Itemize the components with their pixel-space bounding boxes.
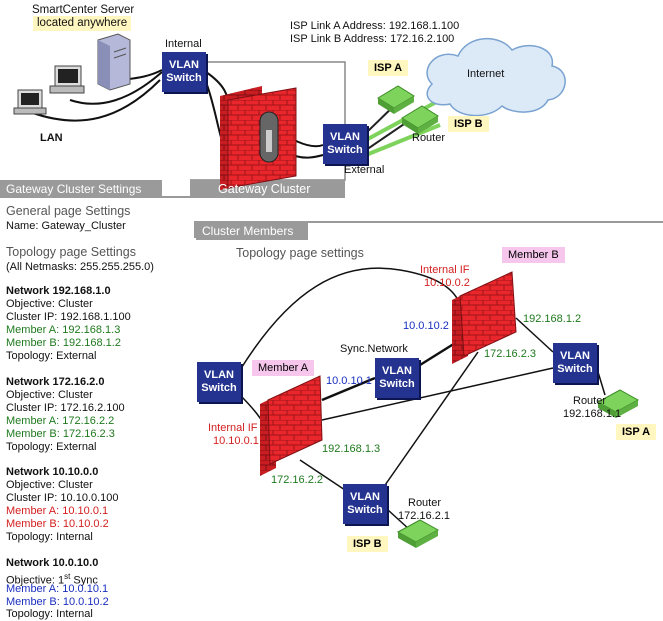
- member-b-tag: Member B: [502, 247, 565, 263]
- members-topology-title: Topology page settings: [236, 246, 364, 260]
- net1-title: Network 192.168.1.0: [6, 285, 111, 297]
- member-a-sync-ip: 10.0.10.1: [326, 375, 372, 387]
- top-router-b-icon: [401, 105, 439, 134]
- net4-topology: Topology: Internal: [6, 608, 93, 620]
- top-isp-a-tag: ISP A: [368, 60, 409, 76]
- right-router-label: Router: [573, 395, 607, 407]
- top-isp-b-tag: ISP B: [448, 116, 489, 132]
- vlan-switch-internal-members: VLAN Switch: [197, 362, 241, 402]
- member-a-internal-if: Internal IF: [208, 422, 258, 434]
- lan-computers-icon: [13, 65, 85, 115]
- top-router-a-icon: [377, 85, 415, 114]
- member-router-b-icon: [396, 519, 440, 548]
- general-name: Name: Gateway_Cluster: [6, 220, 126, 232]
- vlan-line1: VLAN: [560, 350, 590, 362]
- net1-topology: Topology: External: [6, 350, 97, 362]
- net4-member-a: Member A: 10.0.10.1: [6, 583, 109, 595]
- net2-title: Network 172.16.2.0: [6, 376, 105, 388]
- internet-cloud-icon: [426, 37, 566, 117]
- cluster-members-header: Cluster Members: [196, 222, 308, 240]
- net2-cluster-ip: Cluster IP: 172.16.2.100: [6, 402, 125, 414]
- top-firewall-icon: [220, 86, 297, 190]
- bottom-router-label: Router: [408, 497, 442, 509]
- member-b-ext1-ip: 192.168.1.2: [523, 313, 582, 325]
- server-tower-icon: [97, 33, 131, 91]
- vlan-line2: Switch: [201, 382, 237, 394]
- external-label: External: [344, 164, 385, 176]
- lan-label: LAN: [40, 132, 63, 144]
- vlan-line2: Switch: [327, 144, 363, 156]
- net2-member-b: Member B: 172.16.2.3: [6, 428, 115, 440]
- vlan-switch-isp-b: VLAN Switch: [343, 484, 387, 524]
- smartcenter-location-label: located anywhere: [33, 16, 132, 31]
- vlan-line1: VLAN: [204, 369, 234, 381]
- net2-topology: Topology: External: [6, 441, 97, 453]
- vlan-line1: VLAN: [169, 59, 199, 71]
- isp-link-b-label: ISP Link B Address: 172.16.2.100: [290, 33, 455, 45]
- member-a-ext2-ip: 172.16.2.2: [271, 474, 323, 486]
- vlan-line1: VLAN: [330, 131, 360, 143]
- net1-member-a: Member A: 192.168.1.3: [6, 324, 121, 336]
- net2-member-a: Member A: 172.16.2.2: [6, 415, 115, 427]
- net3-title: Network 10.10.0.0: [6, 466, 99, 478]
- gateway-cluster-settings-header: Gateway Cluster Settings: [0, 180, 162, 198]
- vlan-line2: Switch: [379, 378, 415, 390]
- net4-objective-sup: st: [64, 572, 71, 581]
- member-a-internal-ip: 10.10.0.1: [213, 435, 259, 447]
- vlan-line2: Switch: [347, 504, 383, 516]
- bottom-router-ip: 172.16.2.1: [398, 510, 450, 522]
- net4-objective-suffix: Sync: [70, 574, 98, 587]
- vlan-switch-isp-a: VLAN Switch: [553, 343, 597, 383]
- general-page-title: General page Settings: [6, 204, 131, 218]
- member-router-a-icon: [596, 389, 640, 418]
- net4-objective-prefix: Objective: 1: [6, 574, 65, 587]
- net2-objective: Objective: Cluster: [6, 389, 93, 401]
- member-links: [239, 267, 606, 531]
- net1-objective: Objective: Cluster: [6, 298, 93, 310]
- member-b-ext2-ip: 172.16.2.3: [484, 348, 536, 360]
- net4-member-b: Member B: 10.0.10.2: [6, 596, 109, 608]
- right-router-ip: 192.168.1.1: [563, 408, 622, 420]
- internet-label: Internet: [467, 68, 505, 80]
- member-b-internal-if: Internal IF: [420, 264, 470, 276]
- member-a-firewall-icon: [260, 375, 323, 476]
- net3-objective: Objective: Cluster: [6, 479, 93, 491]
- smartcenter-label: SmartCenter Server: [32, 4, 135, 16]
- net4-title: Network 10.0.10.0: [6, 557, 99, 569]
- vlan-line2: Switch: [166, 72, 202, 84]
- member-a-tag: Member A: [252, 360, 315, 376]
- member-isp-b-tag: ISP B: [347, 536, 388, 552]
- vlan-line1: VLAN: [350, 491, 380, 503]
- member-b-sync-ip: 10.0.10.2: [403, 320, 449, 332]
- vlan-line2: Switch: [557, 363, 593, 375]
- net3-topology: Topology: Internal: [6, 531, 93, 543]
- net1-member-b: Member B: 192.168.1.2: [6, 337, 121, 349]
- cluster-members-frame: [194, 221, 663, 238]
- net1-cluster-ip: Cluster IP: 192.168.1.100: [6, 311, 131, 323]
- vlan-switch-sync: VLAN Switch: [375, 358, 419, 398]
- sync-network-label: Sync.Network: [340, 343, 408, 355]
- netmasks-note: (All Netmasks: 255.255.255.0): [6, 261, 154, 273]
- gateway-cluster-label: Gateway Cluster: [218, 182, 311, 196]
- net4-objective: Objective: 1st Sync: [6, 570, 98, 588]
- isp-link-a-label: ISP Link A Address: 192.168.1.100: [290, 20, 460, 32]
- net3-cluster-ip: Cluster IP: 10.10.0.100: [6, 492, 119, 504]
- net3-member-a: Member A: 10.10.0.1: [6, 505, 109, 517]
- vlan-line1: VLAN: [382, 365, 412, 377]
- top-router-label: Router: [412, 132, 446, 144]
- topology-page-title: Topology page Settings: [6, 245, 136, 259]
- member-isp-a-tag: ISP A: [616, 424, 657, 440]
- vlan-switch-external: VLAN Switch: [323, 124, 367, 164]
- internal-label: Internal: [165, 38, 202, 50]
- member-b-internal-ip: 10.10.0.2: [424, 277, 470, 289]
- vlan-switch-internal: VLAN Switch: [162, 52, 206, 92]
- member-a-ext1-ip: 192.168.1.3: [322, 443, 381, 455]
- net3-member-b: Member B: 10.10.0.2: [6, 518, 109, 530]
- member-b-firewall-icon: [452, 271, 517, 364]
